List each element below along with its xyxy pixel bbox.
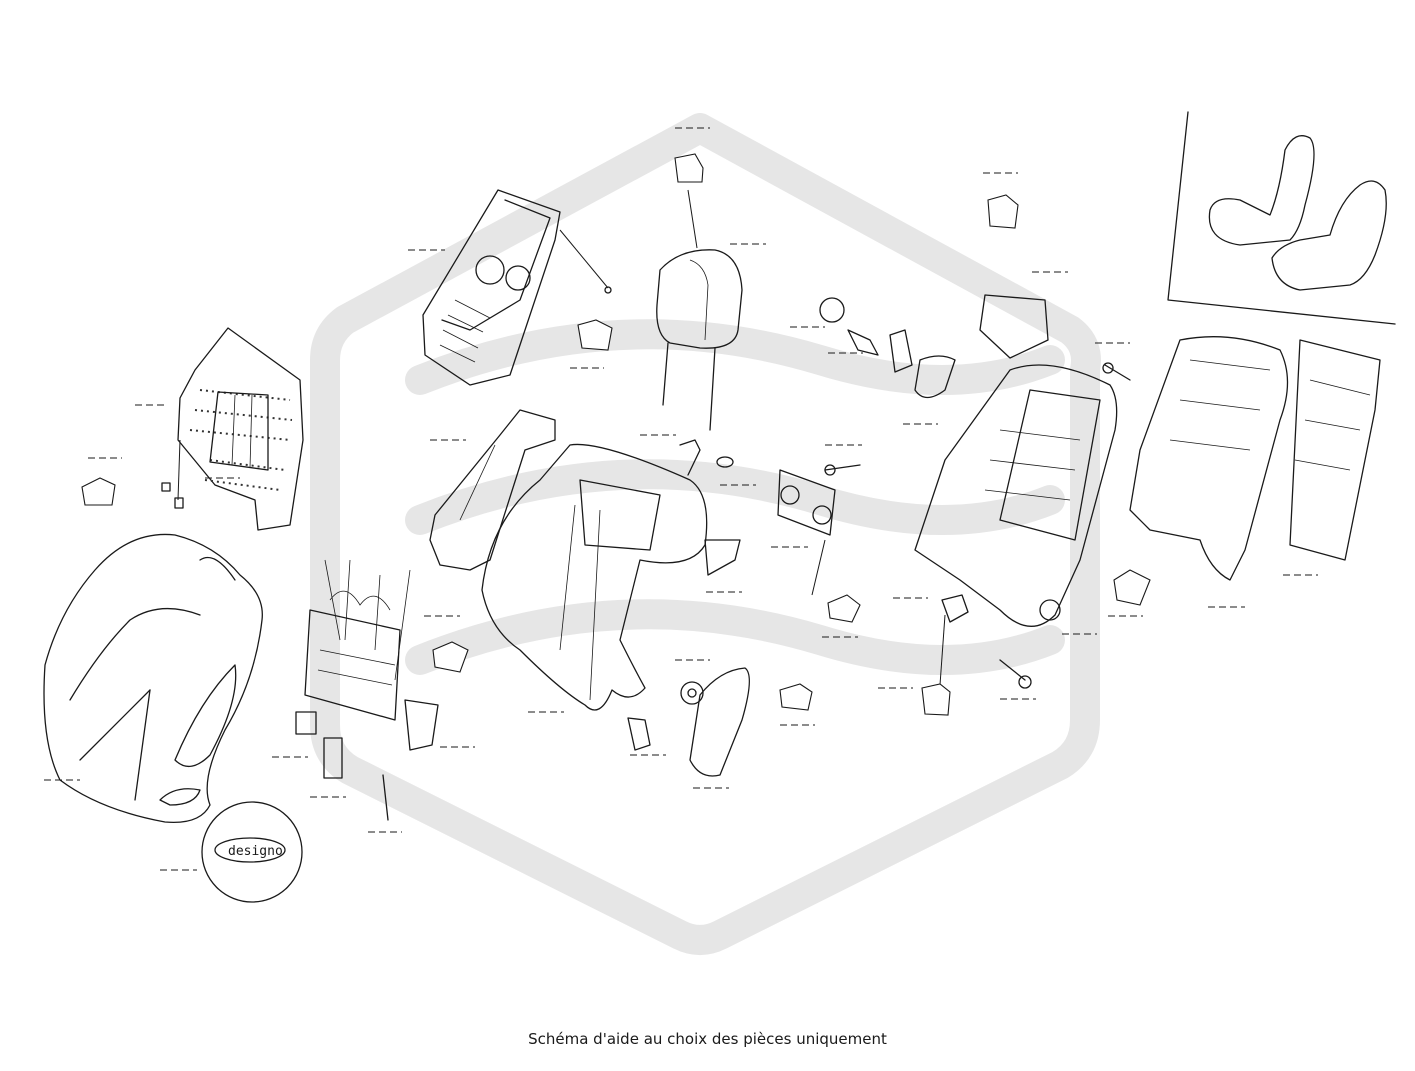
backrest-frame [914, 294, 1118, 628]
clips-and-screws [679, 297, 1131, 705]
seat-cover [43, 533, 263, 824]
heating-mat [161, 327, 304, 531]
reference-number-slots [44, 127, 1318, 871]
seat-overview-inset [1167, 111, 1396, 325]
callout-tags [81, 153, 1151, 716]
side-bolster-panel [429, 409, 556, 571]
watermark-logo [310, 113, 1101, 955]
designo-badge-text: designo [228, 844, 283, 859]
switch-and-bolt [939, 594, 1032, 689]
backrest-rear-panel [422, 189, 612, 386]
backrest-rear-frame [1129, 336, 1381, 581]
lumbar-support-module [777, 469, 836, 596]
diagram-caption: Schéma d'aide au choix des pièces unique… [528, 1030, 887, 1048]
wiring-harness [295, 559, 439, 821]
backrest-cover [481, 443, 708, 711]
designo-badge: designo [201, 801, 303, 903]
side-airbag-cover [627, 539, 750, 777]
headrest [656, 189, 743, 431]
